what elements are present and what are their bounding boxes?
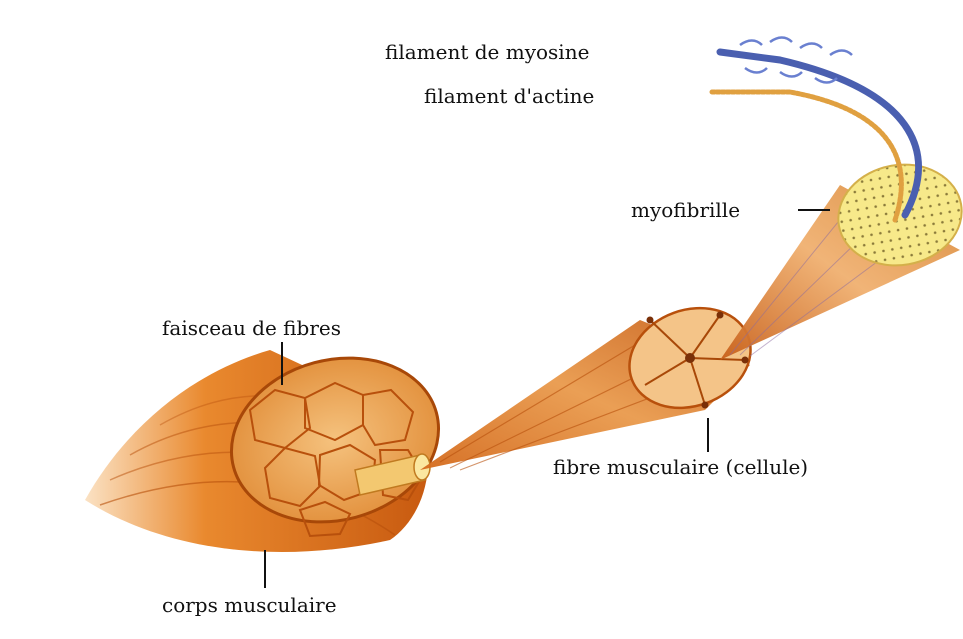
label-myosin-filament: filament de myosine bbox=[385, 42, 589, 62]
myofibril-cone bbox=[720, 155, 963, 360]
label-fiber-bundle: faisceau de fibres bbox=[162, 318, 341, 338]
label-muscle-fiber: fibre musculaire (cellule) bbox=[553, 457, 808, 477]
label-muscle-body: corps musculaire bbox=[162, 595, 337, 615]
label-myofibril: myofibrille bbox=[631, 200, 740, 220]
label-actin-filament: filament d'actine bbox=[424, 86, 594, 106]
